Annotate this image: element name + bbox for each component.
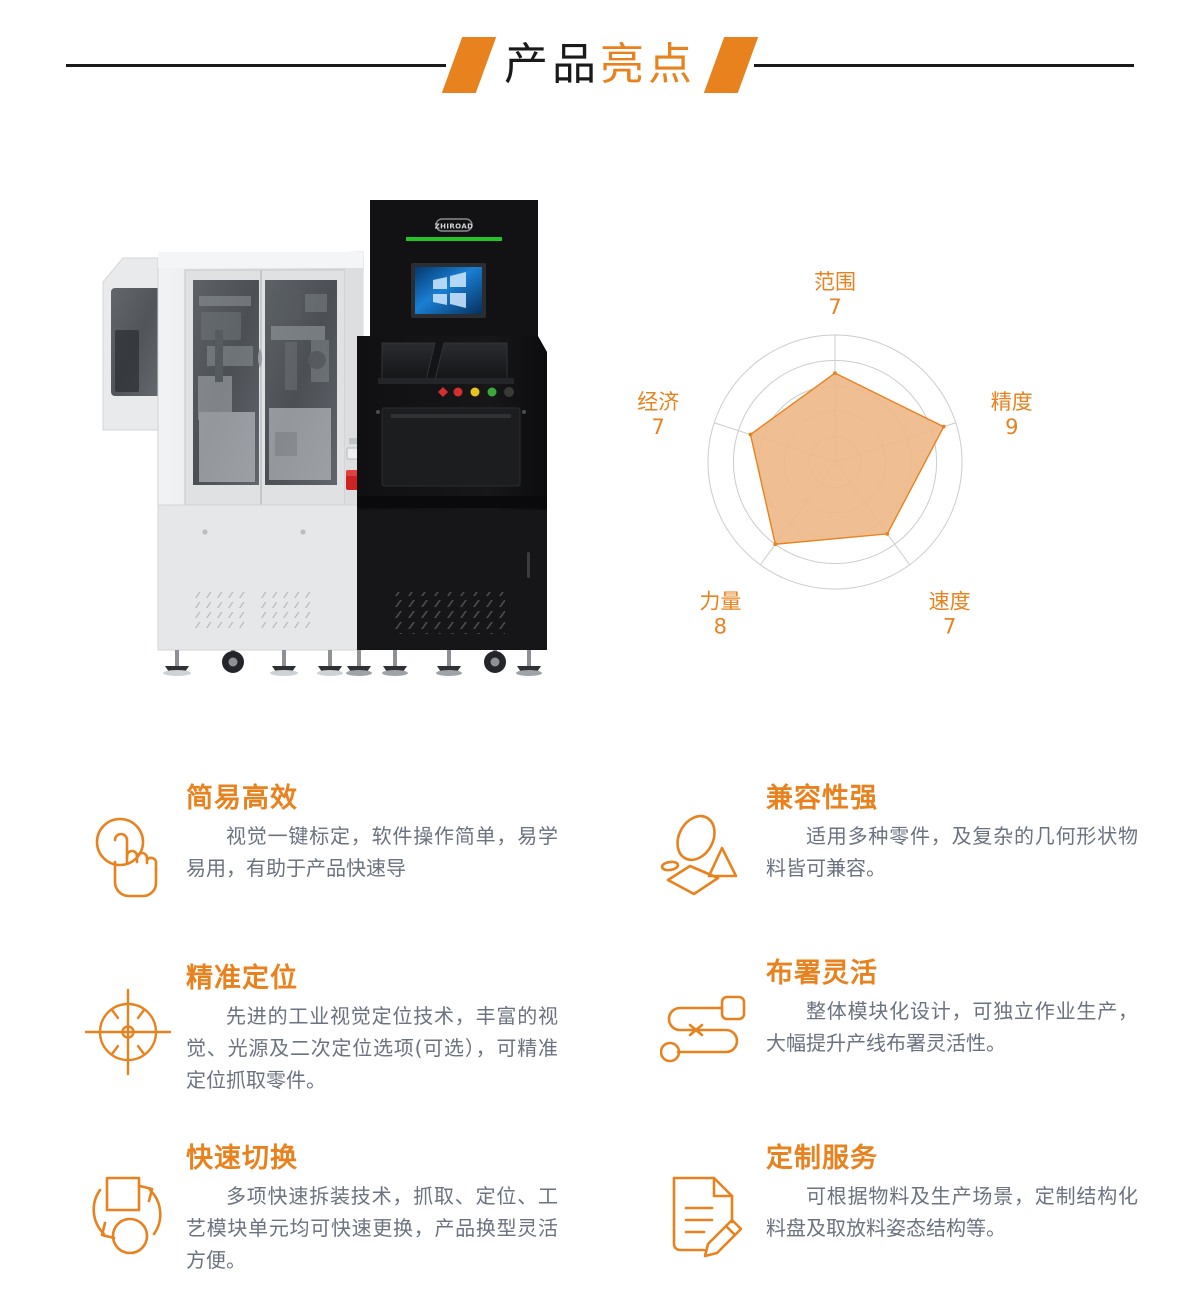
feature-title: 布署灵活 <box>766 958 878 989</box>
radar-value-label: 7 <box>652 415 665 439</box>
feature-item-custom-service: 定制服务 可根据物料及生产场景，定制结构化料盘及取放料姿态结构等。 <box>660 1140 1160 1260</box>
feature-description: 多项快速拆装技术，抓取、定位、工艺模块单元均可快速更换，产品换型灵活方便。 <box>186 1183 558 1272</box>
feature-grid: 简易高效 视觉一键标定，软件操作简单，易学易用，有助于产品快速导 兼容性强 适用… <box>0 760 1200 1300</box>
swap-arrows-icon <box>80 1164 176 1260</box>
feature-text-block: 快速切换 多项快速拆装技术，抓取、定位、工艺模块单元均可快速更换，产品换型灵活方… <box>186 1140 580 1276</box>
header-rule-right <box>754 63 1134 67</box>
document-pencil-icon <box>660 1164 756 1260</box>
flow-path-icon <box>660 979 756 1075</box>
status-lights <box>438 387 514 397</box>
radar-value-label: 7 <box>828 295 841 319</box>
feature-text-block: 定制服务 可根据物料及生产场景，定制结构化料盘及取放料姿态结构等。 <box>766 1140 1160 1244</box>
feature-description: 适用多种零件，及复杂的几何形状物料皆可兼容。 <box>766 823 1138 880</box>
feature-description: 视觉一键标定，软件操作简单，易学易用，有助于产品快速导 <box>186 823 558 880</box>
brand-logo-text: ZHIROAD <box>435 223 474 231</box>
feature-item-compatibility: 兼容性强 适用多种零件，及复杂的几何形状物料皆可兼容。 <box>660 780 1160 900</box>
radar-value-label: 9 <box>1005 415 1018 439</box>
feature-description: 整体模块化设计，可独立作业生产，大幅提升产线布署灵活性。 <box>766 998 1138 1055</box>
feature-title: 精准定位 <box>186 963 298 994</box>
radar-data-point <box>885 532 890 536</box>
page-title-accent: 亮点 <box>600 39 696 90</box>
radar-category-label: 力量 <box>699 590 741 614</box>
shapes-icon <box>660 804 756 900</box>
header-rule-left <box>66 63 446 67</box>
feature-title: 简易高效 <box>186 783 298 814</box>
feature-text-block: 精准定位 先进的工业视觉定位技术，丰富的视觉、光源及二次定位选项(可选），可精准… <box>186 960 580 1096</box>
feature-item-simple-efficient: 简易高效 视觉一键标定，软件操作简单，易学易用，有助于产品快速导 <box>80 780 580 900</box>
feature-text-block: 兼容性强 适用多种零件，及复杂的几何形状物料皆可兼容。 <box>766 780 1160 884</box>
radar-category-label: 经济 <box>637 390 679 414</box>
radar-data-point <box>941 424 946 429</box>
radar-category-label: 精度 <box>991 390 1033 414</box>
feature-text-block: 布署灵活 整体模块化设计，可独立作业生产，大幅提升产线布署灵活性。 <box>766 955 1160 1059</box>
page-header: 产品亮点 <box>0 0 1200 130</box>
page-title: 产品亮点 <box>504 43 696 87</box>
hand-click-icon <box>80 804 176 900</box>
radar-data-point <box>773 542 778 547</box>
feature-description: 可根据物料及生产场景，定制结构化料盘及取放料姿态结构等。 <box>766 1183 1138 1240</box>
radar-category-label: 范围 <box>814 270 856 294</box>
feature-title: 定制服务 <box>766 1143 878 1174</box>
radar-series-polygon <box>749 372 945 545</box>
slash-icon-left <box>441 37 497 93</box>
feature-title: 兼容性强 <box>766 783 878 814</box>
radar-data-point <box>833 371 837 375</box>
crosshair-target-icon <box>80 984 176 1080</box>
feature-title: 快速切换 <box>186 1143 298 1174</box>
slash-icon-right <box>703 37 759 93</box>
feature-item-flexible-deployment: 布署灵活 整体模块化设计，可独立作业生产，大幅提升产线布署灵活性。 <box>660 955 1160 1075</box>
feature-text-block: 简易高效 视觉一键标定，软件操作简单，易学易用，有助于产品快速导 <box>186 780 580 884</box>
radar-data-point <box>748 432 753 437</box>
feature-item-precise-positioning: 精准定位 先进的工业视觉定位技术，丰富的视觉、光源及二次定位选项(可选），可精准… <box>80 960 580 1096</box>
product-photo: ZHIROAD <box>95 180 565 680</box>
page-title-dark: 产品 <box>504 39 600 90</box>
feature-item-quick-changeover: 快速切换 多项快速拆装技术，抓取、定位、工艺模块单元均可快速更换，产品换型灵活方… <box>80 1140 580 1276</box>
radar-data-points <box>748 371 946 547</box>
radar-value-label: 8 <box>714 615 727 639</box>
radar-value-label: 7 <box>943 615 956 639</box>
radar-category-label: 速度 <box>929 590 971 614</box>
feature-description: 先进的工业视觉定位技术，丰富的视觉、光源及二次定位选项(可选），可精准定位抓取零… <box>186 1003 558 1092</box>
